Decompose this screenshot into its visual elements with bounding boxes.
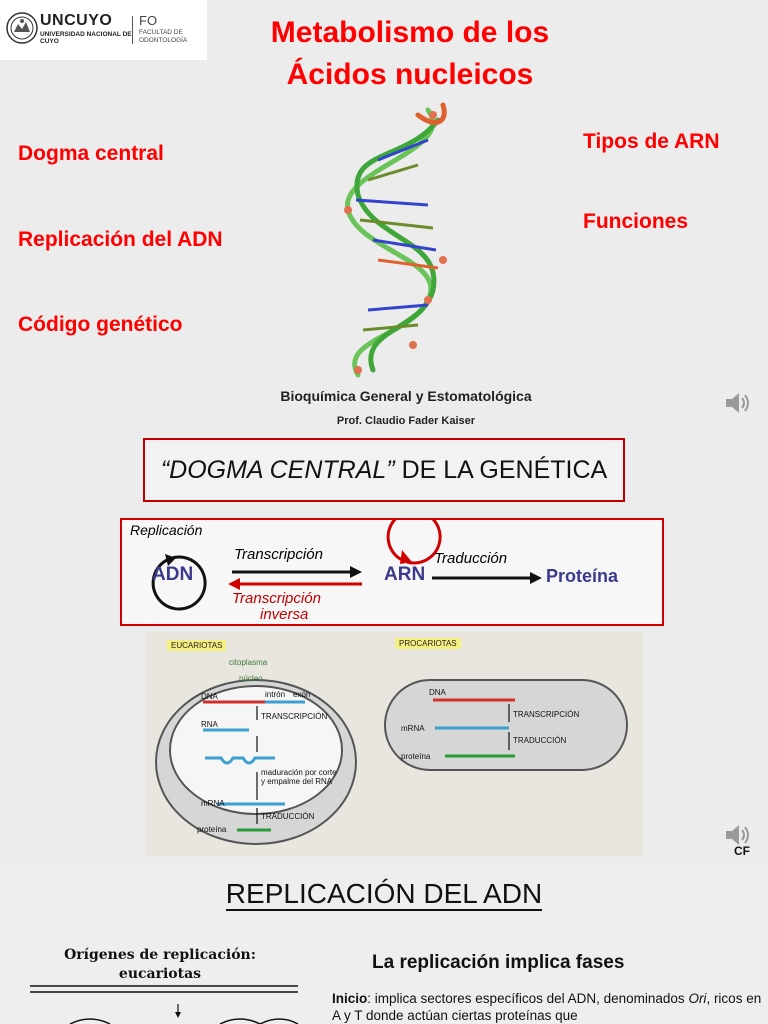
professor-name: Prof. Claudio Fader Kaiser <box>336 415 476 427</box>
slide-title-text: Metabolismo de los Ácidos nucleicos <box>210 12 610 96</box>
central-dogma-arrows <box>151 520 542 611</box>
cell-diagrams <box>155 679 628 845</box>
university-subtitle: UNIVERSIDAD NACIONAL DE CUYO <box>40 31 132 45</box>
label-proteina: Proteína <box>546 566 619 586</box>
label-traduccion-euk: TRADUCCIÓN <box>261 812 315 821</box>
inicio-text-1: : implica sectores específicos del ADN, … <box>367 991 685 1006</box>
label-mrna: mRNA <box>201 799 225 808</box>
author-initials: CF <box>734 844 750 858</box>
label-nucleo: núcleo <box>239 674 263 683</box>
university-logo: UNCUYO UNIVERSIDAD NACIONAL DE CUYO FO F… <box>0 0 207 60</box>
label-intron: intrón <box>265 690 286 699</box>
inicio-label: Inicio <box>332 991 368 1006</box>
label-transcripcion: Transcripción <box>234 546 323 563</box>
title-line-1: Metabolismo de los <box>270 16 550 49</box>
label-transcripcion-prok: TRANSCRIPCIÓN <box>513 710 580 719</box>
label-dna: DNA <box>201 692 218 701</box>
origins-caption: Orígenes de replicación: eucariotas <box>30 946 290 984</box>
fases-heading: La replicación implica fases <box>372 952 625 973</box>
label-maduracion-2: y empalme del RNA <box>261 777 333 786</box>
tag-eucariotas: EUCARIOTAS <box>167 640 227 651</box>
label-proteina-euk: proteína <box>197 825 227 834</box>
label-maduracion-1: maduración por corte <box>261 768 337 777</box>
topic-dogma-central: Dogma central <box>18 142 164 165</box>
label-arn: ARN <box>384 564 426 585</box>
label-traduccion: Traducción <box>434 550 508 567</box>
tag-procariotas: PROCARIOTAS <box>395 638 461 649</box>
university-seal-icon <box>6 12 38 44</box>
slide-title: UNCUYO UNIVERSIDAD NACIONAL DE CUYO FO F… <box>0 0 768 432</box>
label-mrna-prok: mRNA <box>401 724 425 733</box>
logo-divider <box>132 16 133 44</box>
faculty-subtitle: FACULTAD DE ODONTOLOGÍA <box>139 29 188 44</box>
topic-tipos-arn: Tipos de ARN <box>583 130 720 153</box>
label-transcripcion-inversa-1: Transcripción <box>232 590 321 607</box>
label-adn: ADN <box>152 564 194 585</box>
label-citoplasma: citoplasma <box>229 658 268 667</box>
dogma-heading-italic: “DOGMA CENTRAL” <box>160 455 395 484</box>
label-exon: exón <box>293 690 311 699</box>
label-proteina-prok: proteína <box>401 752 431 761</box>
label-dna-prok: DNA <box>429 688 446 697</box>
slide-replicacion: REPLICACIÓN DEL ADN Orígenes de replicac… <box>0 866 768 1024</box>
cell-comparison-figure: EUCARIOTAS PROCARIOTAS citoplasma núcleo… <box>145 632 643 856</box>
dogma-heading-box: “DOGMA CENTRAL” DE LA GENÉTICA <box>143 438 625 502</box>
dna-double-helix-image <box>344 102 447 378</box>
origins-diagram <box>30 985 299 1024</box>
inicio-text-2: , ricos en A y T donde actúan ciertas pr… <box>332 991 762 1023</box>
topic-replicacion: Replicación del ADN <box>18 228 223 251</box>
origins-line-1: Orígenes de replicación: <box>64 947 256 963</box>
speaker-icon[interactable] <box>722 388 752 418</box>
speaker-icon[interactable] <box>722 820 752 850</box>
dogma-heading-rest: DE LA GENÉTICA <box>394 455 608 484</box>
slide-dogma-central: “DOGMA CENTRAL” DE LA GENÉTICA Replicaci… <box>0 432 768 866</box>
central-dogma-diagram: Replicación ADN Transcripción Transcripc… <box>120 518 664 626</box>
label-transcripcion-inversa-2: inversa <box>260 606 309 623</box>
topic-funciones: Funciones <box>583 210 689 233</box>
replicacion-title-text: REPLICACIÓN DEL ADN <box>225 878 543 911</box>
course-name: Bioquímica General y Estomatológica <box>280 388 532 404</box>
title-line-2: Ácidos nucleicos <box>286 58 534 91</box>
origins-line-2: eucariotas <box>118 966 202 982</box>
label-transcripcion-euk: TRANSCRIPCIÓN <box>261 712 328 721</box>
university-name: UNCUYO <box>40 12 113 29</box>
inicio-paragraph: Inicio: implica sectores específicos del… <box>332 990 768 1024</box>
inicio-ori: Ori <box>688 991 707 1006</box>
label-replicacion: Replicación <box>130 522 203 538</box>
faculty-short: FO <box>139 13 158 28</box>
replicacion-title: REPLICACIÓN DEL ADN <box>0 878 768 911</box>
topic-codigo-genetico: Código genético <box>18 313 183 336</box>
label-traduccion-prok: TRADUCCIÓN <box>513 736 567 745</box>
label-rna: RNA <box>201 720 218 729</box>
